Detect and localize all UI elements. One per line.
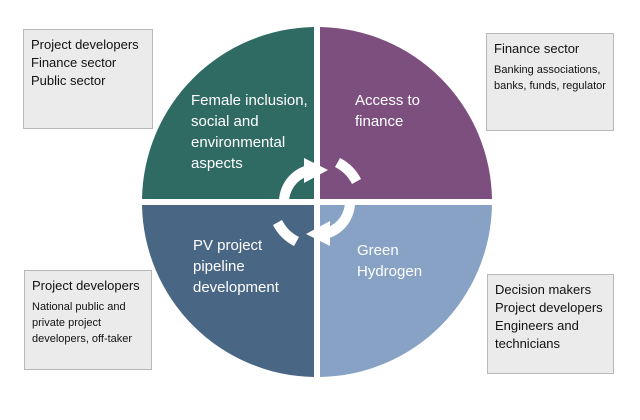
quadrant-label-top-left: Female inclusion, social and environment… <box>191 92 308 172</box>
stakeholder-box-top-right: Finance sector Banking associations, ban… <box>486 33 614 131</box>
stakeholder-box-heading: Decision makers Project developers Engin… <box>495 282 603 351</box>
quadrant-top-left <box>142 27 314 199</box>
stakeholder-box-top-left: Project developers Finance sector Public… <box>23 29 153 129</box>
quadrant-top-right <box>320 27 492 199</box>
quadrant-label-top-right: Access to finance <box>355 92 421 130</box>
stakeholder-box-heading: Project developers Finance sector Public… <box>31 37 139 88</box>
cycle-arrows-icon <box>273 158 361 246</box>
quadrant-label-bottom-left: PV project pipeline development <box>193 237 279 296</box>
quadrant-bottom-left <box>142 205 314 377</box>
stakeholder-box-heading: Finance sector <box>494 41 580 56</box>
stakeholder-box-bottom-right: Decision makers Project developers Engin… <box>487 274 614 374</box>
stakeholder-box-heading: Project developers <box>32 278 140 293</box>
quadrant-bottom-right <box>320 205 492 377</box>
stakeholder-box-detail: National public and private project deve… <box>32 301 133 345</box>
quadrant-label-bottom-right: Green Hydrogen <box>357 242 423 280</box>
stakeholder-box-bottom-left: Project developers National public and p… <box>24 270 152 370</box>
stakeholder-box-detail: Banking associations, banks, funds, regu… <box>494 64 606 92</box>
